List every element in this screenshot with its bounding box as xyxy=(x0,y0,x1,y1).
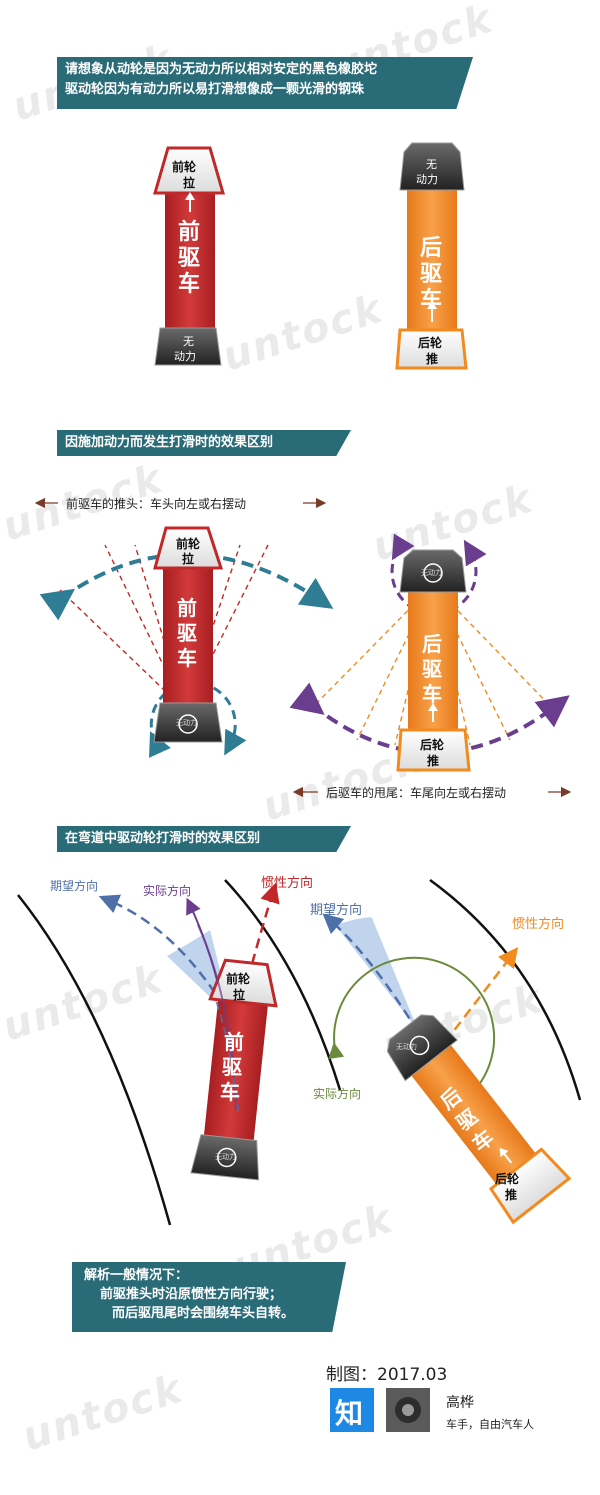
front2-body-char1: 前 xyxy=(177,596,197,620)
rear-body-char3: 车 xyxy=(420,288,443,313)
right-actual-circle xyxy=(328,956,496,1096)
front-bottom-cap-line2: 动力 xyxy=(174,350,196,363)
rear2-bottom-cap-line1: 后轮 xyxy=(420,738,445,752)
front3-top-cap-line2: 拉 xyxy=(233,988,246,1002)
front2-top-cap-line1: 前轮 xyxy=(176,537,201,551)
right-expected-label: 期望方向 xyxy=(310,903,363,918)
author-description: 车手，自由汽车人 xyxy=(446,1418,534,1431)
rear2-bottom-cap-line2: 推 xyxy=(427,754,440,768)
front-top-cap-line1: 前轮 xyxy=(172,160,197,174)
rear-bottom-cap-line2: 推 xyxy=(426,352,439,366)
front2-top-cap-line2: 拉 xyxy=(182,552,195,566)
front3-body-char2: 驱 xyxy=(222,1055,242,1079)
zhihu-logo-text: 知 xyxy=(335,1397,364,1430)
banner-text: 在弯道中驱动轮打滑时的效果区别 xyxy=(65,831,261,846)
front-top-cap-line2: 拉 xyxy=(183,176,196,190)
zhihu-logo xyxy=(330,1388,374,1432)
conclusion-line2: 前驱推头时沿原惯性方向行驶； xyxy=(100,1287,283,1302)
credit-text: 制图：2017.03 xyxy=(326,1365,448,1385)
conclusion-line3: 而后驱甩尾时会围绕车头自转。 xyxy=(112,1306,295,1321)
banner-section2: 因施加动力而发生打滑时的效果区别 xyxy=(57,430,351,456)
front-body-char3: 车 xyxy=(178,272,201,297)
rear3-bottom-cap-line2: 推 xyxy=(505,1188,518,1202)
rear3-top-cap: 无动力 xyxy=(396,1043,417,1051)
front-bottom-cap-line1: 无 xyxy=(183,335,194,348)
rear-drive-car-1 xyxy=(395,142,468,370)
rear-bottom-cap-line1: 后轮 xyxy=(418,336,443,350)
front-drive-car-3 xyxy=(190,958,278,1181)
right-actual-label: 实际方向 xyxy=(313,1087,362,1101)
front2-bottom-cap: 无动力 xyxy=(176,719,197,727)
front3-body-char3: 车 xyxy=(220,1080,240,1104)
banner-text: 因施加动力而发生打滑时的效果区别 xyxy=(65,435,274,450)
front2-body-char2: 驱 xyxy=(177,621,197,645)
rear-body-char1: 后 xyxy=(420,236,443,261)
rear2-top-cap: 无动力 xyxy=(421,569,442,577)
author-name: 高桦 xyxy=(446,1395,474,1411)
banner-line1: 请想象从动轮是因为无动力所以相对安定的黑色橡胶坨 xyxy=(65,62,378,77)
rear3-bottom-cap-line1: 后轮 xyxy=(495,1172,520,1186)
left-expected-label: 期望方向 xyxy=(50,879,99,893)
front3-body-char1: 前 xyxy=(224,1030,244,1054)
left-inertia-label: 惯性方向 xyxy=(261,876,314,891)
front-swing-caption: 前驱车的推头：车头向左或右摆动 xyxy=(66,497,247,511)
banner-line2: 驱动轮因为有动力所以易打滑想像成一颗光滑的钢珠 xyxy=(65,82,365,97)
front-body-char1: 前 xyxy=(178,220,201,245)
rear-drive-car-2 xyxy=(396,549,471,772)
left-actual-label: 实际方向 xyxy=(143,884,192,898)
banner-section3: 在弯道中驱动轮打滑时的效果区别 xyxy=(57,826,351,852)
right-inertia-label: 惯性方向 xyxy=(512,917,565,932)
conclusion-line1: 解析一般情况下： xyxy=(84,1268,189,1283)
front-body-char2: 驱 xyxy=(178,246,201,271)
front3-bottom-cap: 无动力 xyxy=(215,1153,236,1161)
rear2-body-char3: 车 xyxy=(422,682,442,706)
rear2-body-char1: 后 xyxy=(422,632,442,656)
right-expected-arrow xyxy=(322,913,420,1033)
rear-swing-caption: 后驱车的甩尾：车尾向左或右摆动 xyxy=(326,786,507,800)
rear2-body-char2: 驱 xyxy=(422,657,442,681)
front3-top-cap-line1: 前轮 xyxy=(226,972,251,986)
rear-top-cap-line2: 动力 xyxy=(416,173,438,186)
banner-section1: 请想象从动轮是因为无动力所以相对安定的黑色橡胶坨 驱动轮因为有动力所以易打滑想像… xyxy=(57,57,473,109)
front2-body-char3: 车 xyxy=(177,646,197,670)
conclusion-box: 解析一般情况下： 前驱推头时沿原惯性方向行驶； 而后驱甩尾时会围绕车头自转。 xyxy=(72,1262,346,1332)
rear-drive-car-3 xyxy=(386,1014,572,1225)
front-drive-car-1 xyxy=(153,146,225,366)
rear-body-char2: 驱 xyxy=(420,262,443,287)
rear-front-wheel-arc xyxy=(390,533,487,616)
rear-top-cap-line1: 无 xyxy=(426,158,437,171)
front-drive-car-2 xyxy=(153,526,224,743)
